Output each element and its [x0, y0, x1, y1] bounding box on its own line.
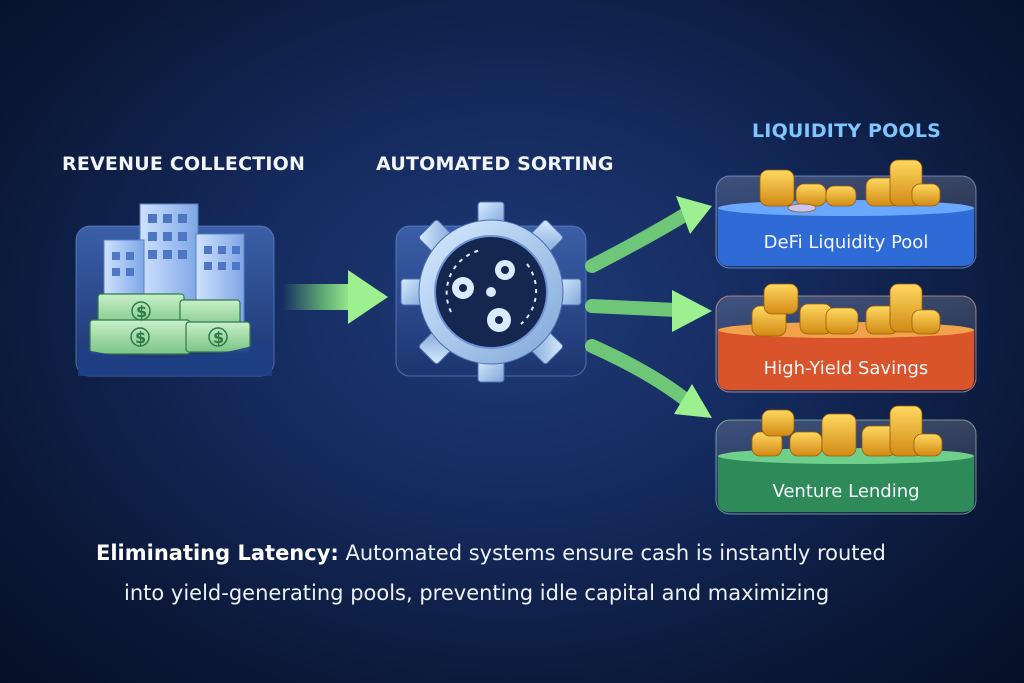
caption-line-2: into yield-generating pools, preventing … — [124, 581, 830, 605]
pool-venture — [715, 405, 977, 515]
gear-icon — [400, 201, 582, 383]
svg-text:$: $ — [213, 328, 224, 347]
stage-label-pools: LIQUIDITY POOLS — [752, 120, 942, 142]
pool-liquid — [718, 324, 974, 390]
pool-label-high-yield: High-Yield Savings — [763, 358, 929, 379]
coin-stack-icon — [751, 405, 943, 457]
buildings-cash-icon: $ $ $ — [78, 203, 272, 376]
coin-stack-icon — [751, 283, 941, 337]
svg-text:$: $ — [135, 328, 146, 347]
stage-label-sorting: AUTOMATED SORTING — [376, 153, 614, 175]
pool-liquid — [718, 202, 974, 266]
caption-line-1: Eliminating Latency: Automated systems e… — [96, 541, 886, 565]
flow-arrow-revenue-to-sorting — [282, 270, 388, 324]
caption-line-1-text: Automated systems ensure cash is instant… — [338, 541, 886, 565]
pool-label-venture: Venture Lending — [772, 481, 920, 502]
pool-defi — [715, 159, 977, 269]
revenue-collection-tile: $ $ $ — [75, 203, 275, 377]
flow-arrows-to-pools — [585, 196, 712, 418]
coin-stack-icon — [759, 159, 941, 213]
pool-label-defi: DeFi Liquidity Pool — [763, 232, 929, 253]
pool-liquid — [718, 450, 974, 512]
svg-text:$: $ — [136, 302, 147, 321]
caption-bold: Eliminating Latency: — [96, 541, 339, 565]
stage-label-revenue: REVENUE COLLECTION — [62, 153, 306, 175]
pool-high-yield — [715, 283, 977, 393]
automated-sorting-tile — [395, 201, 587, 383]
